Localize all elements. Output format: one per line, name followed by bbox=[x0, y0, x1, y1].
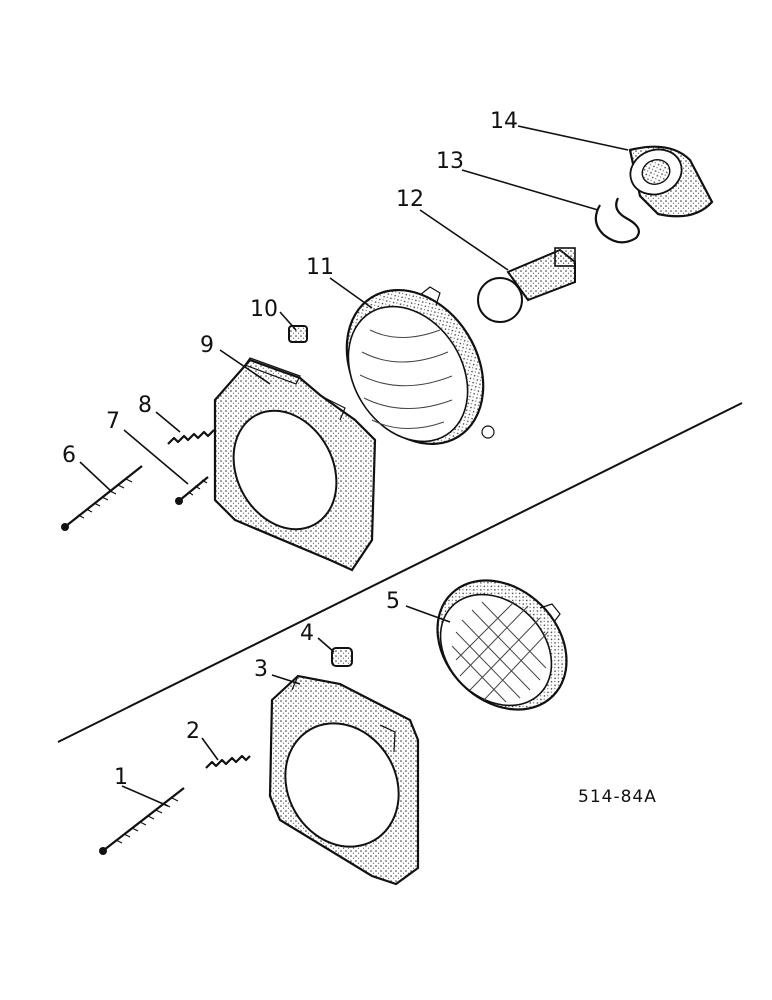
callout-10: 10 bbox=[250, 297, 278, 322]
part-5-sealed-beam bbox=[436, 579, 568, 711]
part-10-nut bbox=[288, 325, 308, 343]
callout-14: 14 bbox=[490, 109, 518, 134]
callout-5: 5 bbox=[386, 589, 400, 614]
callout-3: 3 bbox=[254, 657, 268, 682]
part-9-housing bbox=[213, 357, 377, 572]
drawing-reference: 514-84A bbox=[578, 787, 657, 807]
part-8-spring bbox=[167, 429, 215, 445]
callout-2: 2 bbox=[186, 719, 200, 744]
part-14-cover bbox=[628, 145, 714, 218]
callout-8: 8 bbox=[138, 393, 152, 418]
callout-13: 13 bbox=[436, 149, 464, 174]
part-4-nut bbox=[331, 647, 353, 667]
part-1-long-screw bbox=[99, 787, 185, 855]
part-7-short-screw bbox=[175, 476, 209, 505]
part-11-headlamp bbox=[345, 286, 495, 446]
callout-12: 12 bbox=[396, 187, 424, 212]
callout-11: 11 bbox=[306, 255, 334, 280]
divider-line bbox=[57, 402, 743, 743]
part-6-long-screw bbox=[61, 465, 143, 531]
leader-lines bbox=[79, 125, 629, 807]
callout-9: 9 bbox=[200, 333, 214, 358]
callout-6: 6 bbox=[62, 443, 76, 468]
callout-1: 1 bbox=[114, 765, 128, 790]
part-2-spring bbox=[205, 754, 251, 769]
part-3-housing bbox=[268, 674, 420, 886]
callout-7: 7 bbox=[106, 409, 120, 434]
part-13-clip bbox=[594, 197, 640, 244]
callout-4: 4 bbox=[300, 621, 314, 646]
part-12-bulb bbox=[477, 247, 576, 323]
